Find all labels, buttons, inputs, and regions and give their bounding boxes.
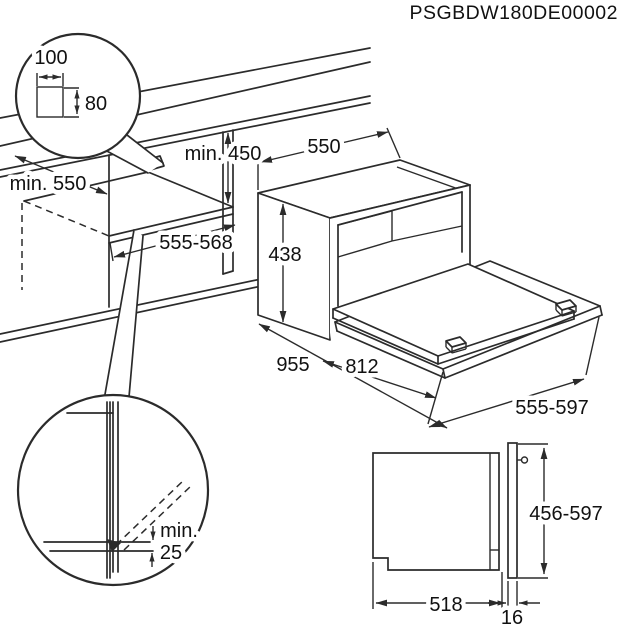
niche-box	[257, 159, 471, 341]
total-depth-label: 955	[276, 354, 309, 376]
cutout-width-label: 100	[34, 47, 67, 69]
side-view-door	[507, 442, 518, 579]
side-height-label: 456-597	[529, 503, 602, 525]
body-depth-label: 518	[429, 594, 462, 616]
niche-clearance-label: min. 450	[185, 143, 262, 165]
appliance-side-view	[372, 442, 548, 610]
niche-depth-label: min. 550	[10, 173, 87, 195]
door-projection-label: 812	[345, 356, 378, 378]
dimension-labels: 100 80 min. 550 min. 450 555-568 550 438…	[5, 43, 607, 625]
door-hinge-tab	[445, 336, 467, 354]
cutout-detail-balloon	[14, 32, 164, 174]
gap-detail-balloon	[16, 229, 210, 587]
gap-value-label: 25	[160, 542, 182, 564]
dimension-lines	[14, 127, 600, 429]
door-thickness-label: 16	[501, 607, 523, 625]
niche-top-width-label: 550	[307, 136, 340, 158]
gap-min-label: min.	[160, 520, 198, 542]
door-knob-pin	[520, 456, 529, 464]
drawing-code: PSGBDW180DE00002	[409, 2, 618, 24]
cutout-height-label: 80	[85, 93, 107, 115]
opening-height-label: 438	[268, 244, 301, 266]
door-width-label: 555-597	[515, 397, 588, 419]
door-hinge-tab	[555, 299, 577, 317]
door-corner-arrow	[107, 539, 121, 552]
niche-front-width-label: 555-568	[159, 232, 232, 254]
